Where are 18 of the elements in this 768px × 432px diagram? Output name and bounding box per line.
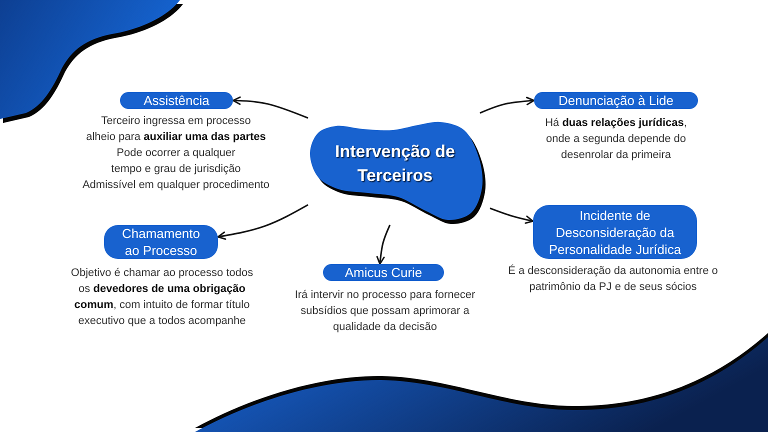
arrow [490,207,534,224]
topic-heading: Incidente de Desconsideração da Personalidade Jurídica [533,205,697,259]
arrow [232,96,308,119]
arrow [376,224,391,265]
arrow [217,204,308,240]
topic-heading: Chamamento ao Processo [104,225,218,259]
description-text: Admissível em qualquer procedimento [81,178,271,193]
description-text: Há duas relações jurídicas, onde a segunda depende do desenrolar da primeira [544,116,688,163]
description-text: Irá intervir no processo para fornecer subsídios que possam aprimorar a qualidade da decisão [294,288,476,335]
topic-heading: Amicus Curie [323,264,444,281]
description-text: Terceiro ingressa em processo alheio para auxiliar uma das partes [86,114,266,145]
description-text: É a desconsideração da autonomia entre o patrimônio da PJ e de seus sócios [507,264,719,295]
central-title: Intervenção de Terceiros [334,141,456,187]
arrow [480,96,535,114]
topic-heading: Denunciação à Lide [534,92,698,109]
topic-heading: Assistência [120,92,233,109]
description-text: Pode ocorrer a qualquer tempo e grau de jurisdição [110,146,242,177]
description-text: Objetivo é chamar ao processo todos os devedores de uma obrigação comum, com intuito de formar título executivo que a todos acompanhe [70,266,254,329]
